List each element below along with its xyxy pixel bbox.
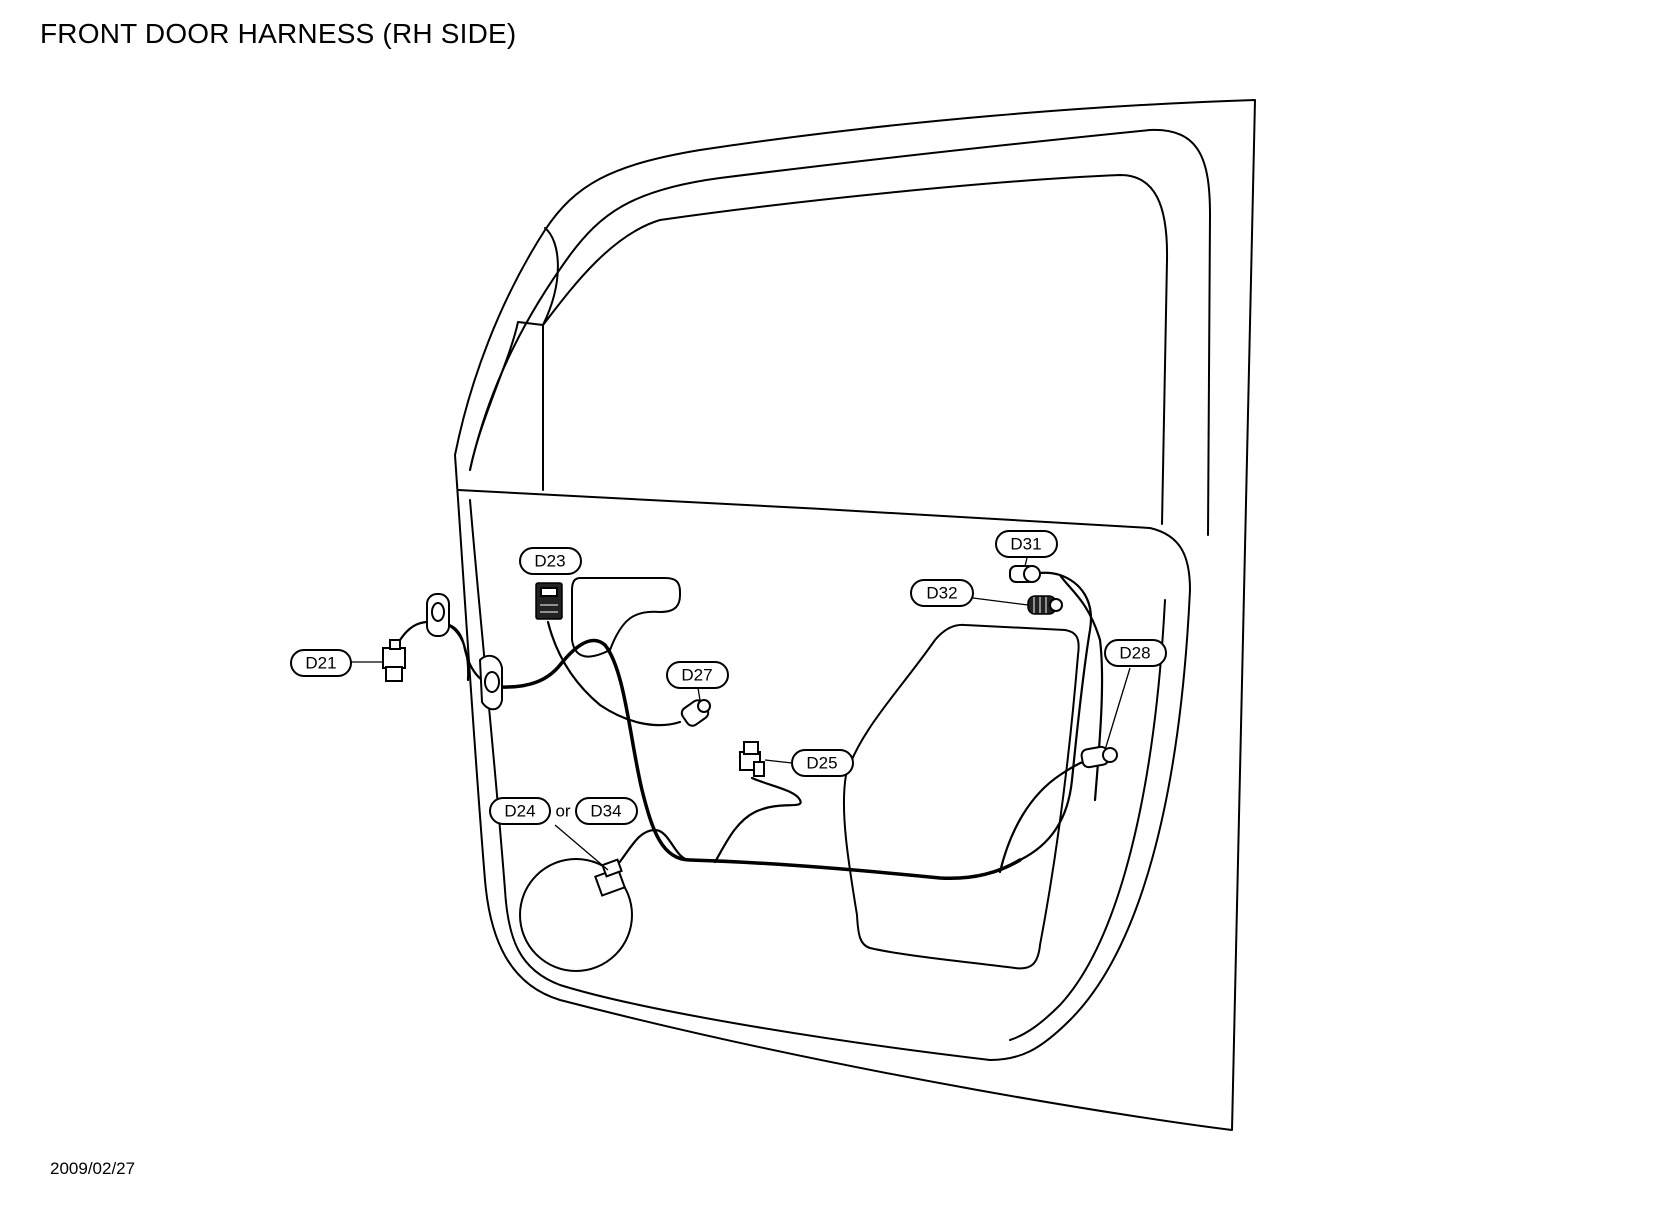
branch-d23 bbox=[546, 620, 682, 727]
connector-d28-body bbox=[1080, 745, 1118, 769]
label-d21: D21 bbox=[290, 649, 352, 677]
grommets bbox=[426, 593, 503, 711]
door-frame bbox=[454, 99, 1256, 1131]
leader-d24 bbox=[554, 824, 609, 871]
svg-text:D31: D31 bbox=[1010, 535, 1041, 554]
connector-d27-body bbox=[680, 699, 711, 727]
label-d31: D31 bbox=[995, 530, 1058, 558]
connector-d24-body bbox=[594, 858, 626, 897]
label-d23: D23 bbox=[519, 547, 582, 575]
label-d34: D34 bbox=[575, 797, 638, 825]
connector-d25-body bbox=[739, 741, 765, 777]
window-outer-frame bbox=[469, 128, 1211, 536]
connector-labels: D21 D23 D27 D25 D24 or D34 D31 D32 bbox=[290, 530, 1167, 825]
label-d25: D25 bbox=[791, 749, 854, 777]
leader-d31 bbox=[1024, 557, 1028, 567]
svg-text:D23: D23 bbox=[534, 552, 565, 571]
branch-d28 bbox=[998, 756, 1097, 874]
svg-text:D34: D34 bbox=[590, 802, 621, 821]
window-trim bbox=[469, 321, 544, 471]
svg-text:D27: D27 bbox=[681, 666, 712, 685]
svg-text:D21: D21 bbox=[305, 654, 336, 673]
inner-panel-right bbox=[469, 499, 1191, 1061]
door-outer-edge bbox=[454, 99, 1256, 1131]
diagram-date: 2009/02/27 bbox=[50, 1159, 136, 1178]
label-d24: D24 bbox=[489, 797, 551, 825]
handle-pocket bbox=[571, 577, 681, 658]
label-d32: D32 bbox=[910, 579, 974, 607]
leader-d25 bbox=[764, 759, 793, 764]
diagram-title: FRONT DOOR HARNESS (RH SIDE) bbox=[40, 18, 517, 49]
svg-text:D28: D28 bbox=[1119, 644, 1150, 663]
leader-lines bbox=[350, 557, 1131, 871]
access-hole bbox=[842, 623, 1080, 970]
label-d28: D28 bbox=[1104, 639, 1167, 667]
panel-cutouts bbox=[519, 577, 1080, 972]
wire-harness bbox=[391, 571, 1104, 881]
branch-d24 bbox=[613, 828, 692, 870]
label-d27: D27 bbox=[666, 661, 729, 689]
window-inner-frame bbox=[542, 174, 1169, 525]
branch-d31-d32 bbox=[1018, 571, 1093, 862]
branch-d25 bbox=[713, 776, 802, 864]
svg-text:D32: D32 bbox=[926, 584, 957, 603]
leader-d27 bbox=[697, 687, 701, 701]
connector-d31-body bbox=[1009, 565, 1041, 583]
svg-text:D24: D24 bbox=[504, 802, 535, 821]
connector-bodies bbox=[382, 565, 1118, 897]
grommet-upper-inner bbox=[431, 602, 445, 622]
leader-d32 bbox=[972, 597, 1029, 606]
connector-d21-body bbox=[382, 639, 406, 682]
speaker-opening bbox=[519, 858, 633, 972]
inner-panel-right-2 bbox=[1009, 599, 1166, 1041]
window-trim-inner bbox=[542, 227, 559, 326]
belt-line bbox=[457, 489, 1191, 591]
or-label: or bbox=[555, 802, 570, 821]
grommet-lower-inner bbox=[484, 671, 500, 693]
leader-d28 bbox=[1104, 667, 1131, 751]
connector-d32-body bbox=[1027, 595, 1063, 615]
connector-d23-body bbox=[535, 582, 563, 620]
svg-text:D25: D25 bbox=[806, 754, 837, 773]
harness-main-trunk bbox=[498, 638, 1022, 881]
